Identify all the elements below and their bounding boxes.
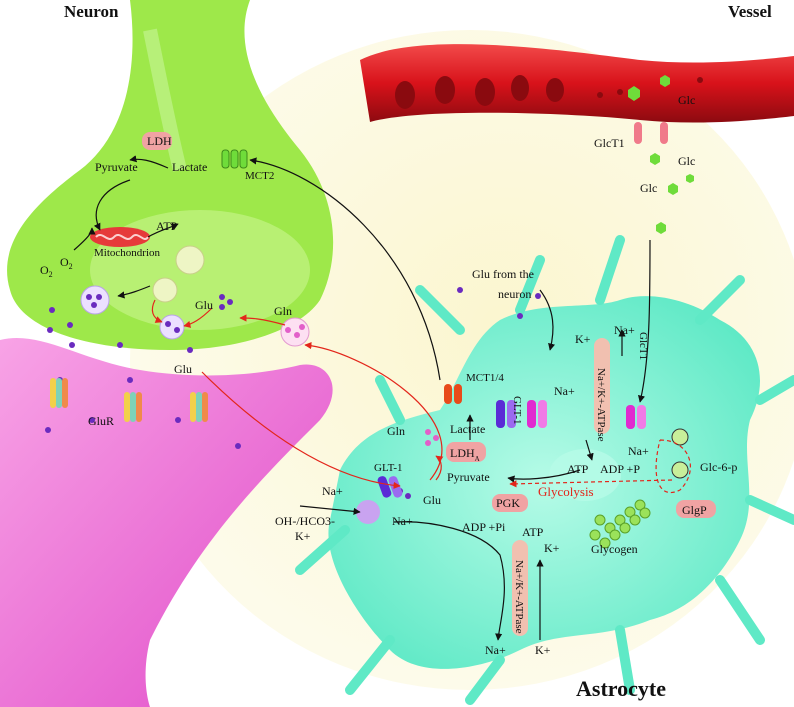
label-lactate-astro: Lactate (450, 422, 485, 436)
glutamine-dots (285, 324, 439, 446)
label-o2-a: O2 (40, 263, 53, 279)
label-na-left: Na+ (322, 484, 343, 498)
label-k-bottom2: K+ (535, 643, 551, 657)
label-mitochondrion: Mitochondrion (94, 247, 160, 259)
glgp-enzyme-bg (676, 500, 716, 518)
label-k-bottom1: K+ (544, 541, 560, 555)
label-pyruvate-astro: Pyruvate (447, 470, 490, 484)
label-atp-low: ATP (522, 525, 544, 539)
glycogen-granules (589, 499, 651, 549)
label-glt1-right: GLT-1 (511, 396, 523, 425)
postsynaptic-dendrite (0, 337, 333, 707)
label-na-bottom: Na+ (485, 643, 506, 657)
label-glu-astro: Glu (423, 493, 441, 507)
label-pgk: PGK (496, 496, 520, 510)
label-glu-synapse: Glu (174, 362, 192, 376)
label-na-mid: Na+ (392, 514, 413, 528)
label-nak-atpase-top: Na+/K+-ATPase (595, 368, 607, 442)
label-glc-vessel: Glc (678, 93, 695, 107)
label-glu-from-neuron-1: Glu from the (472, 267, 534, 281)
mitochondrion-icon (90, 227, 150, 247)
label-glct1-vessel: GlcT1 (594, 136, 625, 150)
nak-atpase-pumps (512, 338, 610, 636)
title-astrocyte: Astrocyte (576, 676, 666, 701)
label-mct14: MCT1/4 (466, 372, 504, 384)
label-k-left: K+ (295, 529, 311, 543)
synaptic-vesicles (80, 245, 310, 347)
label-glc6p: Glc-6-p (700, 460, 737, 474)
glutamate-dots (45, 287, 541, 499)
glycolysis-dashed-arrow (509, 479, 673, 488)
label-glct1-astro: GlcT1 (637, 332, 649, 360)
astrocyte-body (295, 235, 794, 705)
label-nak-atpase-bottom: Na+/K+-ATPase (513, 560, 525, 634)
glc6p-loop-arrow (655, 439, 691, 494)
label-glc-extracellular-1: Glc (678, 154, 695, 168)
label-ldh-neuron: LDH (147, 134, 172, 148)
arrows-red (151, 299, 444, 490)
ldh-neuron-bg (142, 132, 172, 150)
label-atp-mid: ATP (567, 462, 589, 476)
label-lactate-neuron: Lactate (172, 160, 207, 174)
glct1-astrocyte-transporter (626, 405, 646, 429)
label-oh-hco3: OH-/HCO3- (275, 514, 335, 528)
label-glycogen: Glycogen (591, 542, 638, 556)
label-glu-neuron: Glu (195, 298, 213, 312)
blood-vessel (360, 44, 794, 234)
label-ldh-astro: LDHA (450, 446, 480, 463)
label-glc-extracellular-2: Glc (640, 181, 657, 195)
label-adp-p: ADP +P (600, 462, 640, 476)
glut-receptors (50, 378, 208, 422)
mct2-transporter (221, 149, 248, 169)
label-gln-neuron: Gln (274, 304, 292, 318)
glt1-transporter-right (496, 400, 547, 428)
label-na-top: Na+ (554, 384, 575, 398)
label-na-right: Na+ (628, 444, 649, 458)
title-vessel: Vessel (728, 2, 772, 21)
label-glt1-left: GLT-1 (374, 462, 403, 474)
pgk-enzyme-bg (492, 494, 528, 512)
label-mct2: MCT2 (245, 170, 274, 182)
label-pyruvate-neuron: Pyruvate (95, 160, 138, 174)
label-o2-b: O2 (60, 255, 73, 271)
ldh-astro-bg (446, 442, 486, 462)
label-atp-neuron: ATP (156, 219, 178, 233)
label-glgp: GlgP (682, 503, 707, 517)
title-neuron: Neuron (64, 2, 119, 21)
glc6p-spheres (671, 428, 689, 479)
label-glu-from-neuron-2: neuron (498, 287, 531, 301)
label-adp-pi: ADP +Pi (462, 520, 506, 534)
mct14-transporter (444, 384, 462, 404)
label-gln-astro: Gln (387, 424, 405, 438)
label-glycolysis: Glycolysis (538, 484, 594, 499)
label-glur: GluR (88, 414, 114, 428)
arrows-black (73, 155, 651, 641)
label-k-top: K+ (575, 332, 591, 346)
label-na-top2: Na+ (614, 323, 635, 337)
